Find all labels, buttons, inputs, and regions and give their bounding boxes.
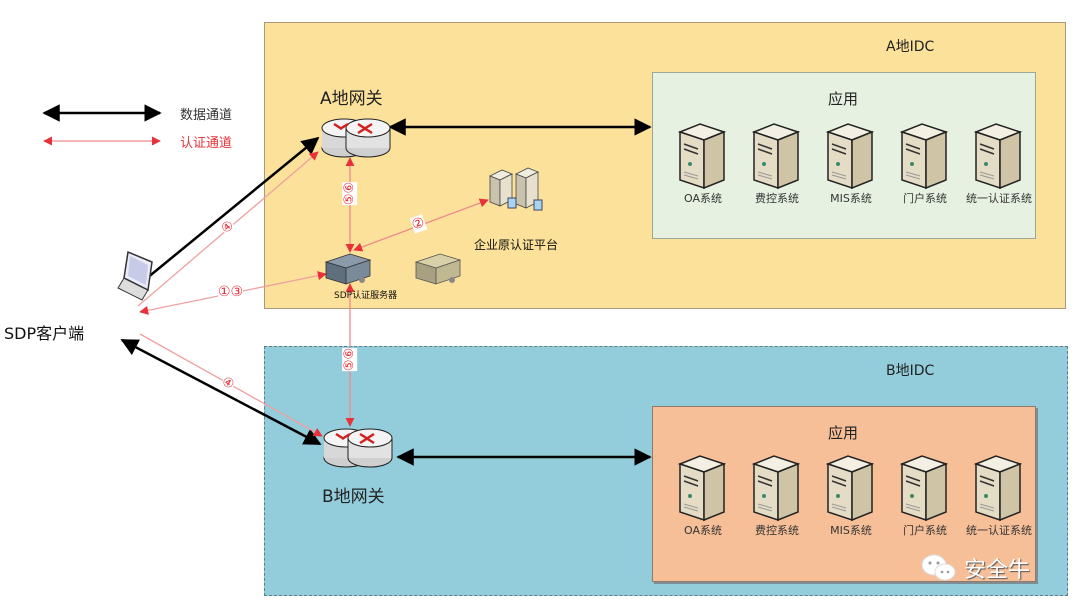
idc-b-apps-title: 应用 <box>828 424 859 442</box>
sdp-auth-server-label: SDP认证服务器 <box>334 291 398 301</box>
legend-data-label: 数据通道 <box>180 108 233 123</box>
server-label: MIS系统 <box>830 192 872 205</box>
idc-b-server-2: MIS系统 <box>814 450 888 538</box>
enterprise-auth-platform-label: 企业原认证平台 <box>474 238 559 252</box>
client-label: SDP客户端 <box>4 324 85 343</box>
server-label: 统一认证系统 <box>966 192 1032 205</box>
server-tower-icon <box>973 123 1023 190</box>
server-label: 统一认证系统 <box>966 524 1032 537</box>
server-tower-icon <box>751 455 801 522</box>
server-label: 费控系统 <box>755 524 799 537</box>
idc-b-server-3: 门户系统 <box>888 450 962 538</box>
watermark: 安全牛 <box>920 552 1030 584</box>
server-label: 门户系统 <box>903 192 947 205</box>
gateway-b-label: B地网关 <box>322 487 385 507</box>
step-label-auth-gw-b: ⑤⑥ <box>342 347 358 372</box>
server-tower-icon <box>751 123 801 190</box>
server-label: 费控系统 <box>755 192 799 205</box>
idc-a-server-0: OA系统 <box>666 118 740 206</box>
idc-a-server-2: MIS系统 <box>814 118 888 206</box>
idc-b-server-1: 费控系统 <box>740 450 814 538</box>
idc-a-title: A地IDC <box>886 39 935 55</box>
step-label-client-auth: ①③ <box>218 284 244 300</box>
server-tower-icon <box>677 123 727 190</box>
idc-a-apps-title: 应用 <box>828 90 859 108</box>
server-label: MIS系统 <box>830 524 872 537</box>
server-label: OA系统 <box>684 524 722 537</box>
idc-a-server-3: 门户系统 <box>888 118 962 206</box>
wechat-icon <box>921 554 956 581</box>
server-tower-icon <box>825 123 875 190</box>
legend-auth-label: 认证通道 <box>180 136 233 151</box>
server-tower-icon <box>899 455 949 522</box>
idc-a-server-1: 费控系统 <box>740 118 814 206</box>
idc-b-server-4: 统一认证系统 <box>962 450 1036 538</box>
server-tower-icon <box>825 455 875 522</box>
gateway-a-label: A地网关 <box>320 89 383 109</box>
server-label: 门户系统 <box>903 524 947 537</box>
idc-a-server-4: 统一认证系统 <box>962 118 1036 206</box>
idc-b-server-0: OA系统 <box>666 450 740 538</box>
watermark-text: 安全牛 <box>964 558 1031 583</box>
data-line-client-gw-b <box>120 338 322 446</box>
server-label: OA系统 <box>684 192 722 205</box>
server-tower-icon <box>973 455 1023 522</box>
idc-b-title: B地IDC <box>886 363 935 379</box>
server-tower-icon <box>899 123 949 190</box>
server-tower-icon <box>677 455 727 522</box>
step-label-auth-gw-a: ⑤⑥ <box>342 181 358 206</box>
data-line-client-gw-a <box>128 136 320 294</box>
